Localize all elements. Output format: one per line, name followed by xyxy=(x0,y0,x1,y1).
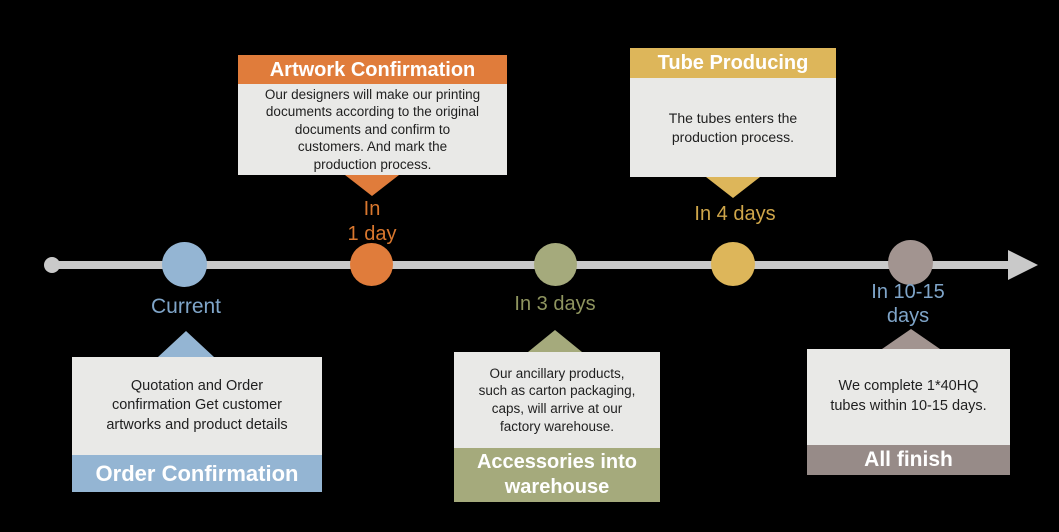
callout-pointer-accessories xyxy=(528,330,582,352)
timeline-start-dot xyxy=(44,257,60,273)
callout-order-confirmation: Quotation and Order confirmation Get cus… xyxy=(72,357,322,492)
stage-title: Order Confirmation xyxy=(72,455,322,492)
callout-pointer-order xyxy=(158,331,214,357)
stage-description: Our ancillary products, such as carton p… xyxy=(454,352,660,448)
callout-tube-producing: Tube Producing The tubes enters the prod… xyxy=(630,48,836,177)
timeline-node-accessories-warehouse xyxy=(534,243,577,286)
callout-accessories-warehouse: Our ancillary products, such as carton p… xyxy=(454,352,660,502)
timeline-node-tube-producing xyxy=(711,242,755,286)
stage-description: Quotation and Order confirmation Get cus… xyxy=(72,357,322,455)
stage-title: Tube Producing xyxy=(630,48,836,78)
stage-title: Accessories into warehouse xyxy=(454,448,660,502)
callout-pointer-all-finish xyxy=(882,329,940,349)
stage-description: Our designers will make our printing doc… xyxy=(238,84,507,175)
stage-title: All finish xyxy=(807,445,1010,475)
stage-description: The tubes enters the production process. xyxy=(630,78,836,177)
time-label-current: Current xyxy=(150,295,222,318)
callout-pointer-artwork xyxy=(345,175,399,196)
time-label-in-10-15-days: In 10-15 days xyxy=(871,281,945,327)
time-label-in-3-days: In 3 days xyxy=(514,293,596,315)
callout-artwork-confirmation: Artwork Confirmation Our designers will … xyxy=(238,55,507,175)
time-label-in-4-days: In 4 days xyxy=(694,203,776,225)
timeline-node-artwork-confirmation xyxy=(350,243,393,286)
timeline-node-order-confirmation xyxy=(162,242,207,287)
timeline-node-all-finish xyxy=(888,240,933,285)
timeline-line xyxy=(52,261,1012,269)
stage-description: We complete 1*40HQ tubes within 10-15 da… xyxy=(807,349,1010,445)
timeline-arrow-head-icon xyxy=(1008,250,1038,280)
callout-all-finish: We complete 1*40HQ tubes within 10-15 da… xyxy=(807,349,1010,475)
stage-title: Artwork Confirmation xyxy=(238,55,507,84)
time-label-in-1-day: In 1 day xyxy=(347,198,397,245)
callout-pointer-tube xyxy=(706,177,760,198)
